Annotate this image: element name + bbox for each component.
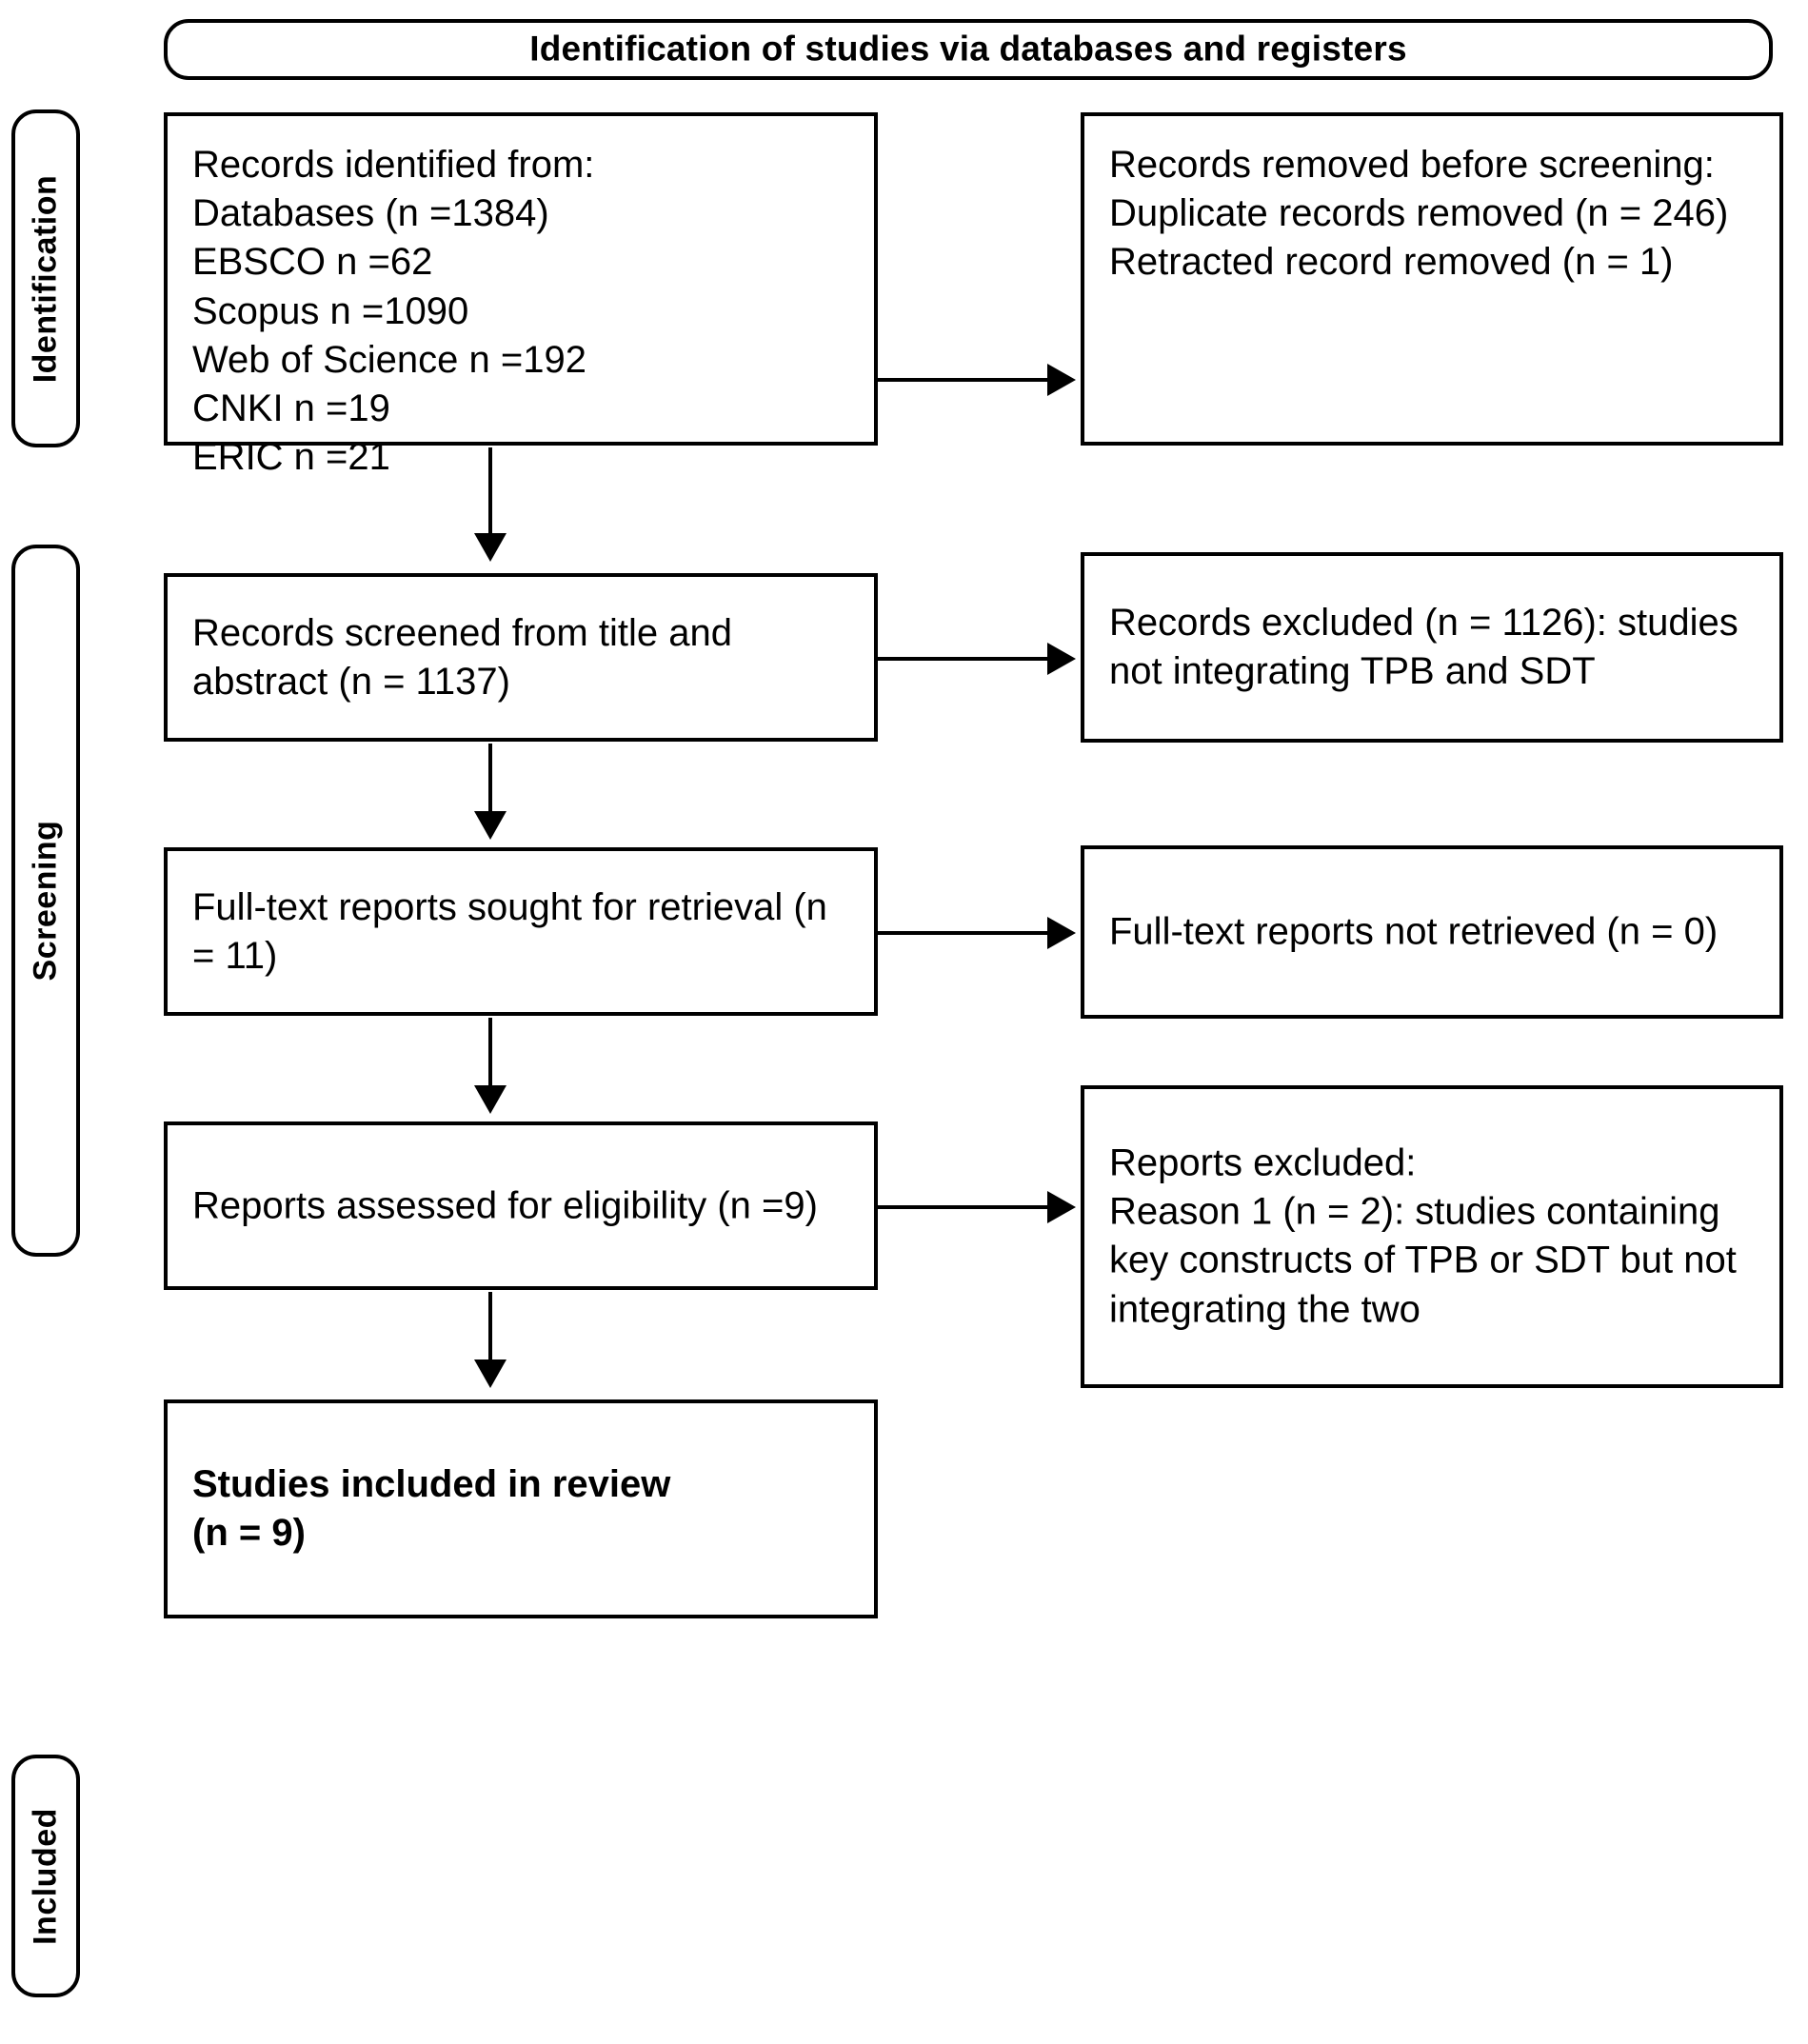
box-records-removed-text: Records removed before screening: Duplic… [1109, 144, 1729, 284]
box-reports-not-retrieved-text: Full-text reports not retrieved (n = 0) [1109, 910, 1719, 953]
arrowhead-screened-to-sought [474, 811, 507, 840]
box-reports-excluded: Reports excluded: Reason 1 (n = 2): stud… [1081, 1085, 1783, 1388]
box-studies-included-text: Studies included in review (n = 9) [192, 1462, 671, 1554]
arrowhead-assessed-to-excluded [1047, 1191, 1076, 1223]
stage-screening-label: Screening [27, 820, 64, 982]
arrowhead-screened-to-excluded [1047, 643, 1076, 675]
arrowhead-assessed-to-included [474, 1359, 507, 1388]
connector-assessed-to-excluded [878, 1205, 1051, 1209]
box-reports-not-retrieved: Full-text reports not retrieved (n = 0) [1081, 845, 1783, 1019]
box-records-screened-text: Records screened from title and abstract… [192, 611, 732, 703]
box-reports-sought-text: Full-text reports sought for retrieval (… [192, 885, 827, 977]
stage-included-label: Included [27, 1807, 64, 1945]
box-records-removed: Records removed before screening: Duplic… [1081, 112, 1783, 446]
stage-identification: Identification [11, 109, 80, 447]
stage-identification-label: Identification [27, 174, 64, 383]
arrowhead-sought-to-not-retrieved [1047, 917, 1076, 949]
box-records-excluded: Records excluded (n = 1126): studies not… [1081, 552, 1783, 743]
connector-screened-to-excluded [878, 657, 1051, 661]
diagram-header-title: Identification of studies via databases … [529, 29, 1407, 69]
box-reports-assessed: Reports assessed for eligibility (n =9) [164, 1121, 878, 1290]
box-reports-sought: Full-text reports sought for retrieval (… [164, 847, 878, 1016]
arrowhead-sought-to-assessed [474, 1085, 507, 1114]
arrowhead-identified-to-screened [474, 533, 507, 562]
connector-sought-to-assessed [488, 1018, 492, 1092]
box-studies-included: Studies included in review (n = 9) [164, 1399, 878, 1618]
connector-assessed-to-included [488, 1292, 492, 1366]
box-records-identified-text: Records identified from: Databases (n =1… [192, 144, 595, 479]
box-records-screened: Records screened from title and abstract… [164, 573, 878, 742]
box-records-identified: Records identified from: Databases (n =1… [164, 112, 878, 478]
box-reports-assessed-text: Reports assessed for eligibility (n =9) [192, 1183, 818, 1226]
connector-sought-to-not-retrieved [878, 931, 1051, 935]
box-records-excluded-text: Records excluded (n = 1126): studies not… [1109, 601, 1738, 692]
arrowhead-identified-to-removed [1047, 364, 1076, 396]
connector-identified-to-removed [878, 378, 1051, 382]
stage-screening: Screening [11, 545, 80, 1257]
diagram-header-box: Identification of studies via databases … [164, 19, 1773, 80]
connector-identified-to-screened [488, 447, 492, 539]
box-reports-excluded-text: Reports excluded: Reason 1 (n = 2): stud… [1109, 1141, 1737, 1331]
connector-screened-to-sought [488, 744, 492, 818]
stage-included: Included [11, 1755, 80, 1997]
